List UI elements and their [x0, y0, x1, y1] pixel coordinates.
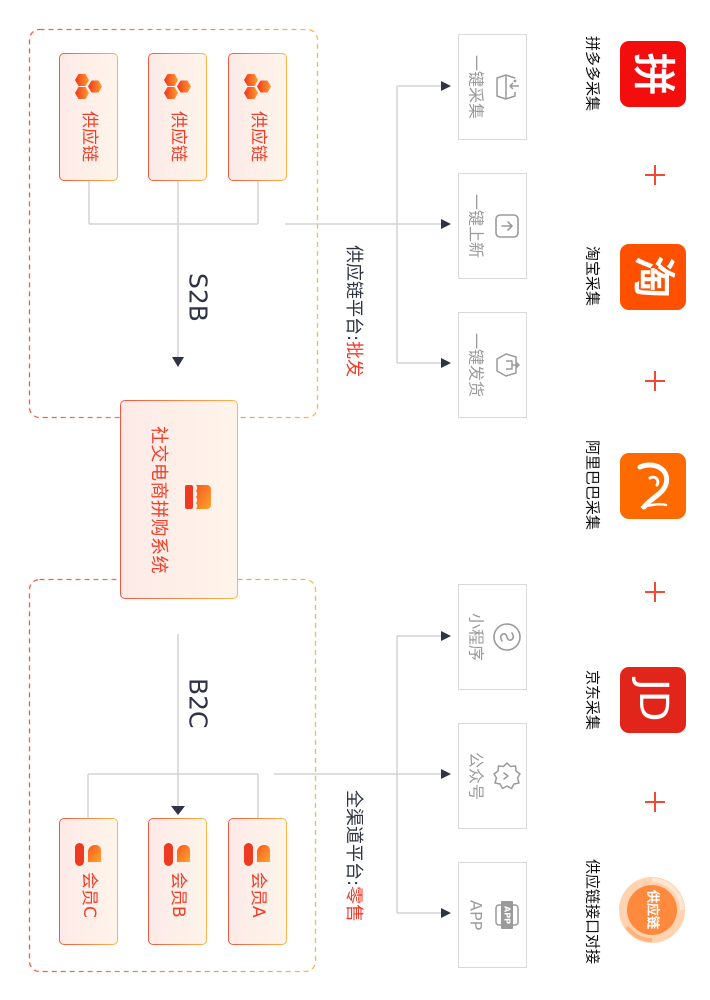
plus-icon [645, 582, 665, 602]
core-system-label: 社交电商拼购系统 [148, 425, 169, 574]
arrow-head-miniprogram [441, 631, 451, 641]
feature-label: 一键采集 [466, 54, 486, 119]
source-label-taobao: 淘宝采集 [583, 245, 602, 306]
member-card: 会员B [148, 818, 207, 945]
s2b-flow-label: S2B [183, 272, 213, 322]
supply-chain-badge-icon [619, 877, 685, 943]
arrow-box-icon [495, 214, 519, 238]
user-icon [244, 843, 270, 866]
plus-icon [645, 792, 665, 812]
shop-icon [185, 485, 211, 509]
platform-label-highlight: 批发 [343, 341, 364, 378]
pinduoduo-logo: 拼 [620, 41, 686, 107]
supply-chain-logo-text: 供应链 [644, 890, 660, 930]
platform-label-prefix: 全渠道平台: [343, 789, 364, 887]
member-label: 会员B [168, 872, 188, 918]
box-import-icon [496, 74, 519, 100]
hexagon-cluster-icon [164, 74, 191, 99]
arrow-head-official [441, 769, 451, 779]
arrow-head-app [441, 908, 451, 918]
arrow-head-ship [441, 358, 451, 368]
retail-platform-label: 全渠道平台:零售 [340, 775, 366, 937]
arrow-head-list [441, 219, 451, 229]
mini-program-icon [493, 623, 521, 651]
user-icon [164, 843, 190, 866]
jd-logo-text: JD [630, 678, 676, 722]
user-icon [75, 843, 101, 866]
supply-chain-api-logo: 供应链 [619, 877, 685, 943]
feature-label: 小程序 [466, 612, 486, 661]
member-card: 会员C [59, 818, 118, 945]
feature-box-list: 一键上新 [458, 173, 527, 279]
hexagon-cluster-icon [244, 74, 271, 99]
b2c-arrow-head [171, 806, 185, 815]
app-icon: APP [495, 901, 519, 929]
supplier-label: 供应链 [79, 110, 99, 162]
feature-label: 一键发货 [466, 332, 486, 397]
feature-label: 公众号 [466, 751, 486, 800]
alibaba-swirl-icon [637, 462, 670, 510]
platform-label-highlight: 零售 [343, 886, 364, 923]
feature-box-app: APP APP [458, 862, 527, 968]
supplier-label: 供应链 [168, 110, 188, 162]
feature-label: 一键上新 [466, 193, 486, 258]
plus-icon [645, 371, 665, 391]
source-label-supply-chain-api: 供应链接口对接 [583, 859, 602, 965]
core-system-box: 社交电商拼购系统 [120, 400, 238, 599]
source-label-pinduoduo: 拼多多采集 [583, 36, 602, 112]
b2c-flow-label: B2C [183, 677, 213, 729]
supplier-card: 供应链 [228, 53, 287, 181]
feature-box-miniprogram: 小程序 [458, 584, 527, 690]
taobao-logo-text: 淘 [629, 255, 678, 298]
feature-label: APP [466, 899, 486, 931]
wholesale-platform-label: 供应链平台:批发 [340, 230, 366, 392]
member-group-dashed-border [28, 578, 317, 973]
supplier-card: 供应链 [59, 53, 118, 181]
source-label-alibaba: 阿里巴巴采集 [583, 439, 602, 530]
plus-icon [645, 165, 665, 185]
package-send-icon [496, 353, 520, 377]
alibaba-logo [620, 453, 686, 519]
hexagon-cluster-icon [75, 74, 102, 99]
s2b-arrow-head [172, 357, 184, 367]
member-card: 会员A [228, 818, 287, 945]
platform-label-prefix: 供应链平台: [343, 244, 364, 342]
taobao-logo: 淘 [620, 244, 686, 310]
member-label: 会员A [248, 872, 268, 918]
arrow-head-collect [441, 81, 451, 91]
member-label: 会员C [79, 872, 99, 918]
source-label-jd: 京东采集 [583, 669, 602, 730]
pinduoduo-logo-text: 拼 [629, 52, 678, 95]
official-account-icon [493, 762, 521, 790]
feature-box-ship: 一键发货 [458, 312, 527, 418]
jd-logo: JD [620, 667, 686, 733]
feature-box-official-account: 公众号 [458, 723, 527, 829]
app-icon-text: APP [503, 906, 512, 924]
supplier-label: 供应链 [248, 110, 268, 162]
supplier-card: 供应链 [148, 53, 207, 181]
feature-box-collect: 一键采集 [458, 34, 527, 140]
